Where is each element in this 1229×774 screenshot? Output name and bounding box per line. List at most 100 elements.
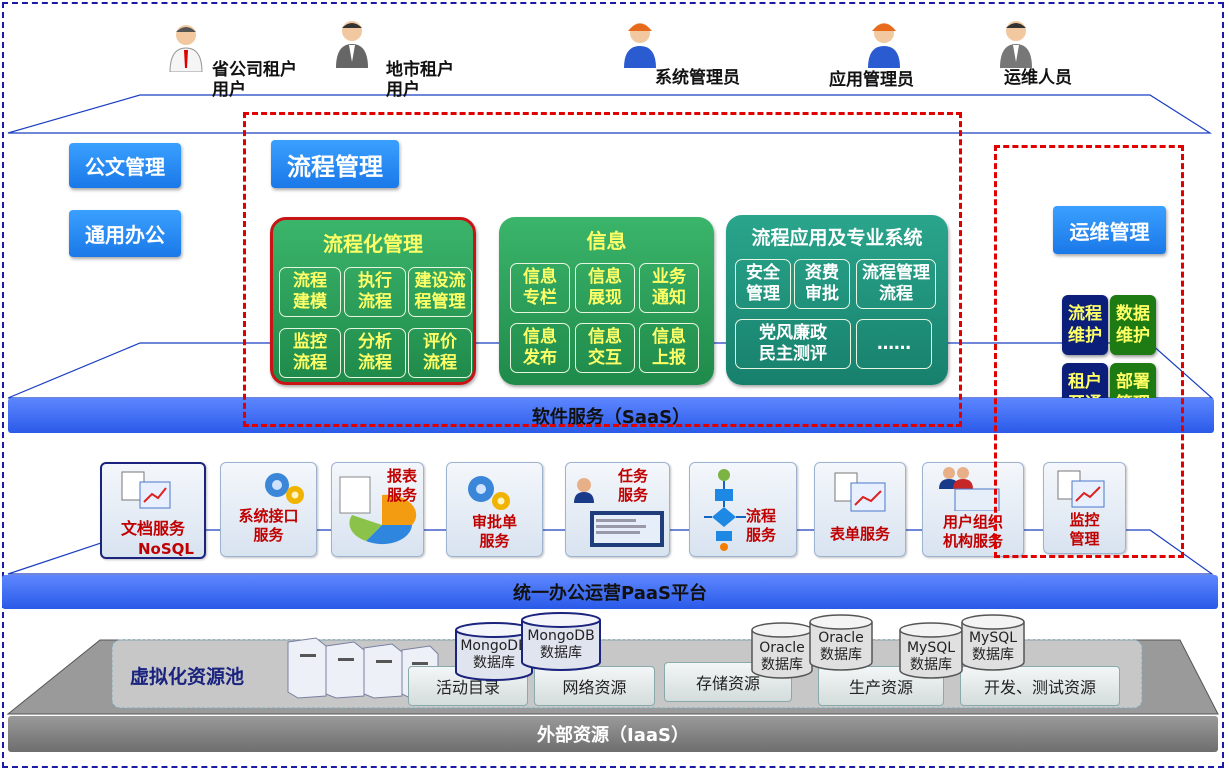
svc-report[interactable]: 报表 服务 — [331, 462, 424, 557]
db-oracle-2: Oracle 数据库 — [808, 630, 874, 664]
svc-label: 流程 — [746, 507, 777, 525]
cell-more[interactable]: …… — [856, 319, 932, 369]
db-name: Oracle — [818, 630, 864, 646]
cell-fee-approval[interactable]: 资费审批 — [794, 259, 850, 309]
db-mysql-1: MySQL 数据库 — [898, 640, 964, 674]
city-user-icon — [336, 21, 368, 68]
db-sub: 数据库 — [540, 645, 582, 661]
highlight-process-region — [243, 112, 962, 427]
cell-monitor-process[interactable]: 监控流程 — [279, 328, 341, 378]
db-sub: 数据库 — [820, 647, 862, 663]
role-sys-admin: 系统管理员 — [655, 68, 740, 88]
form-icon — [834, 472, 886, 512]
highlight-ops-region — [994, 145, 1184, 558]
apps-panel: 流程应用及专业系统 安全管理 资费审批 流程管理流程 党风廉政民主测评 …… — [726, 215, 948, 385]
info-panel: 信息 信息专栏 信息展现 业务通知 信息发布 信息交互 信息上报 — [499, 217, 714, 385]
svc-label: 表单服务 — [829, 525, 890, 543]
db-sub: 数据库 — [473, 655, 515, 671]
database-icon — [809, 614, 873, 671]
sys-admin-icon — [624, 23, 656, 68]
flowchart-icon — [704, 469, 746, 551]
panel-title: 信息 — [586, 229, 627, 253]
cell-info-column[interactable]: 信息专栏 — [510, 263, 570, 313]
svc-label: 用户组织 — [942, 513, 1003, 531]
role-label-line1: 省公司租户 — [212, 60, 297, 80]
role-label-line2: 用户 — [212, 80, 246, 100]
paas-bar: 统一办公运营PaaS平台 — [2, 575, 1218, 609]
db-name: MongoDB — [527, 628, 595, 644]
database-icon — [455, 622, 533, 681]
svc-label-sub: 服务 — [387, 486, 418, 504]
cell-process-mgmt-flow[interactable]: 流程管理流程 — [856, 259, 936, 309]
cell-info-display[interactable]: 信息展现 — [575, 263, 635, 313]
gears-icon — [265, 473, 304, 504]
svc-interface[interactable]: 系统接口 服务 — [220, 462, 317, 557]
svc-label: 报表 — [387, 467, 418, 485]
svc-label: 任务 — [618, 467, 649, 485]
svc-form[interactable]: 表单服务 — [814, 462, 906, 557]
ops-staff-icon — [1000, 21, 1032, 68]
svc-process[interactable]: 流程 服务 — [689, 462, 797, 557]
tenant-user-icon — [169, 25, 203, 72]
svc-label-sub: 管理 — [1069, 530, 1100, 548]
cell-party-integrity[interactable]: 党风廉政民主测评 — [735, 319, 851, 369]
db-name: MongoDB — [460, 638, 528, 654]
process-maint-button[interactable]: 流程维护 — [1062, 295, 1108, 355]
ops-mgmt-button[interactable]: 运维管理 — [1053, 206, 1166, 254]
database-icon — [961, 614, 1025, 671]
svc-org[interactable]: 用户组织 机构服务 — [922, 462, 1024, 557]
db-oracle-1: Oracle 数据库 — [750, 640, 814, 674]
cell-business-notice[interactable]: 业务通知 — [639, 263, 699, 313]
cell-process-modeling[interactable]: 流程建模 — [279, 267, 341, 317]
data-maint-button[interactable]: 数据维护 — [1110, 295, 1156, 355]
panel-title: 流程应用及专业系统 — [751, 227, 923, 249]
db-name: MySQL — [906, 640, 956, 656]
db-name: Oracle — [759, 640, 805, 656]
svc-label-sub: 服务 — [253, 526, 284, 544]
db-sub: 数据库 — [910, 657, 952, 673]
cell-info-report[interactable]: 信息上报 — [639, 323, 699, 373]
svc-doc[interactable]: 文档服务 NoSQL — [100, 462, 206, 559]
db-mongodb-1: MongoDB 数据库 — [454, 638, 534, 672]
role-label-line1: 地市租户 — [386, 60, 454, 80]
cell-info-publish[interactable]: 信息发布 — [510, 323, 570, 373]
role-city-tenant: 地市租户 用户 — [386, 60, 454, 100]
svc-label: 审批单 — [471, 513, 517, 531]
cell-info-interact[interactable]: 信息交互 — [575, 323, 635, 373]
svc-label: 系统接口 — [238, 507, 299, 525]
cell-analyze-process[interactable]: 分析流程 — [344, 328, 406, 378]
app-admin-icon — [868, 23, 900, 68]
db-sub: 数据库 — [972, 647, 1014, 663]
svc-label-sub: 机构服务 — [942, 532, 1003, 550]
db-mysql-2: MySQL 数据库 — [960, 630, 1026, 664]
cell-evaluate-process[interactable]: 评价流程 — [408, 328, 472, 378]
gears-icon — [468, 476, 510, 510]
cell-safety-mgmt[interactable]: 安全管理 — [735, 259, 791, 309]
pie-chart-icon — [339, 476, 417, 545]
svc-label-sub: NoSQL — [138, 540, 194, 558]
saas-bar: 软件服务（SaaS） — [8, 398, 1214, 433]
task-screen-icon — [574, 478, 664, 547]
resource-pool-title: 虚拟化资源池 — [130, 666, 245, 688]
doc-mgmt-button[interactable]: 公文管理 — [69, 143, 181, 188]
cell-build-process-mgmt[interactable]: 建设流程管理 — [408, 267, 472, 317]
db-mongodb-2: MongoDB 数据库 — [520, 628, 602, 662]
res-network: 网络资源 — [534, 666, 655, 706]
svc-label: 文档服务 — [120, 519, 185, 538]
general-office-button[interactable]: 通用办公 — [69, 210, 181, 257]
role-app-admin: 应用管理员 — [829, 70, 914, 90]
document-icon — [121, 471, 171, 509]
res-production: 生产资源 — [818, 666, 944, 706]
res-dev-test: 开发、测试资源 — [960, 666, 1120, 706]
database-icon — [521, 612, 601, 671]
db-sub: 数据库 — [761, 657, 803, 673]
svc-task[interactable]: 任务 服务 — [565, 462, 670, 557]
iaas-bar: 外部资源（IaaS） — [8, 716, 1218, 752]
cell-execute-process[interactable]: 执行流程 — [344, 267, 406, 317]
svc-label-sub: 服务 — [746, 526, 777, 544]
svc-monitor[interactable]: 监控 管理 — [1043, 462, 1126, 554]
svc-approval[interactable]: 审批单 服务 — [446, 462, 543, 557]
database-icon — [899, 622, 963, 679]
process-mgmt-title[interactable]: 流程管理 — [271, 140, 399, 188]
